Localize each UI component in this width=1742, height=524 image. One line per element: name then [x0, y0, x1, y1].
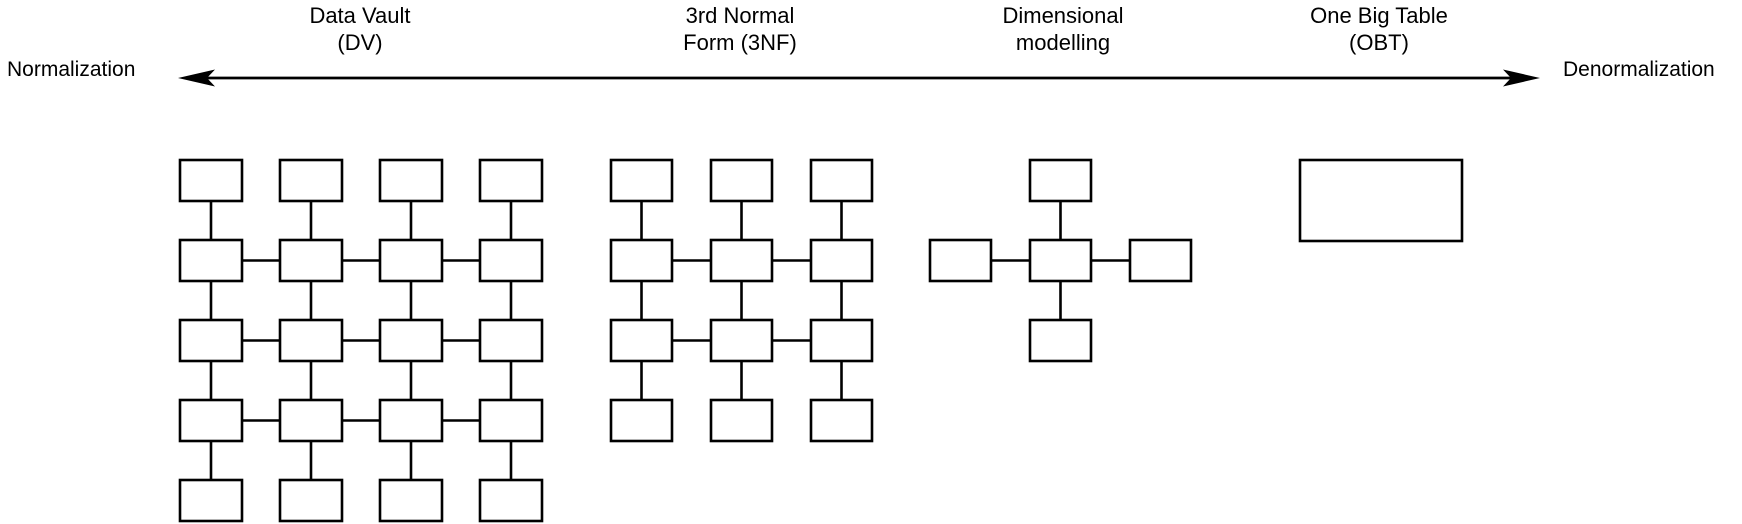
table-node [178, 238, 244, 283]
table-node [1128, 238, 1193, 283]
one-big-table-schema [1298, 158, 1464, 243]
column-title-dimensional: Dimensional modelling [953, 2, 1173, 56]
table-node [278, 238, 344, 283]
dimensional-star-schema [928, 158, 1193, 363]
table-node [478, 398, 544, 443]
table-node [1028, 158, 1093, 203]
table-node [278, 398, 344, 443]
table-node [709, 158, 774, 203]
table-node [609, 398, 674, 443]
denormalization-label: Denormalization [1563, 58, 1715, 81]
spectrum-arrow [178, 69, 1540, 87]
table-node [928, 238, 993, 283]
table-node [809, 398, 874, 443]
table-node [1298, 158, 1464, 243]
table-node [178, 478, 244, 523]
table-node [178, 158, 244, 203]
column-title-line: (DV) [337, 30, 383, 55]
column-title-data-vault: Data Vault (DV) [250, 2, 470, 56]
column-title-line: 3rd Normal [685, 3, 795, 28]
table-node [378, 158, 444, 203]
table-node [178, 398, 244, 443]
normalization-label: Normalization [7, 58, 136, 81]
table-node [709, 398, 774, 443]
table-node [478, 478, 544, 523]
column-title-line: One Big Table [1310, 3, 1448, 28]
column-title-line: modelling [1015, 30, 1111, 55]
table-node [1028, 238, 1093, 283]
table-node [609, 318, 674, 363]
table-node [378, 398, 444, 443]
table-node [478, 158, 544, 203]
table-node [478, 238, 544, 283]
column-title-line: Dimensional [1002, 3, 1124, 28]
column-title-obt: One Big Table (OBT) [1269, 2, 1489, 56]
table-node [809, 158, 874, 203]
column-title-3nf: 3rd Normal Form (3NF) [630, 2, 850, 56]
table-node [709, 318, 774, 363]
table-node [609, 238, 674, 283]
column-title-line: Form (3NF) [683, 30, 797, 55]
data-vault-schema [178, 158, 544, 523]
column-title-line: Data Vault [309, 3, 411, 28]
table-node [378, 478, 444, 523]
column-title-line: (OBT) [1349, 30, 1409, 55]
table-node [278, 478, 344, 523]
left-arrowhead-icon [178, 69, 215, 87]
table-node [1028, 318, 1093, 363]
table-node [709, 238, 774, 283]
table-node [378, 318, 444, 363]
table-node [278, 158, 344, 203]
table-node [178, 318, 244, 363]
table-node [278, 318, 344, 363]
table-node [809, 318, 874, 363]
table-node [609, 158, 674, 203]
table-node [478, 318, 544, 363]
table-node [809, 238, 874, 283]
right-arrowhead-icon [1503, 69, 1540, 87]
third-normal-form-schema [609, 158, 874, 443]
table-node [378, 238, 444, 283]
